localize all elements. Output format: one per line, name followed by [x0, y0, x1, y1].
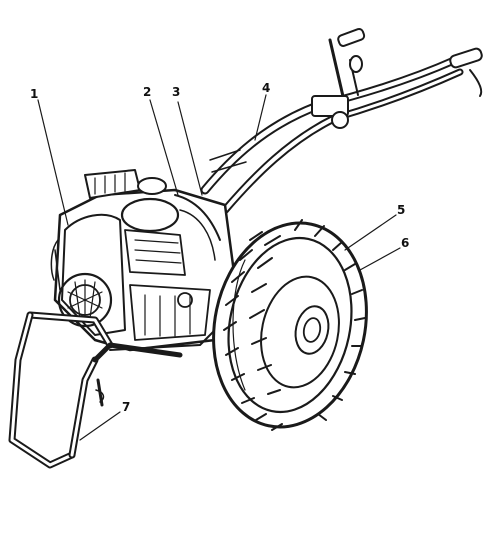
leader-1 [37, 99, 69, 226]
callout-2: 2 [143, 85, 152, 99]
engine [50, 169, 237, 352]
callout-7: 7 [122, 400, 131, 414]
callout-6: 6 [401, 236, 410, 250]
callout-3: 3 [172, 85, 181, 99]
leader-7 [79, 411, 121, 441]
front-guard-frame [8, 311, 183, 469]
handlebars [200, 27, 483, 214]
leader-4 [254, 94, 267, 141]
leader-lines [37, 94, 401, 441]
leader-6 [359, 247, 401, 271]
tire-tread [223, 219, 366, 431]
callout-4: 4 [262, 81, 271, 95]
leader-5 [344, 214, 397, 251]
leader-2 [149, 99, 179, 196]
callout-1: 1 [30, 87, 39, 101]
wheel [212, 219, 368, 431]
callout-5: 5 [397, 203, 406, 217]
leader-3 [177, 101, 203, 196]
